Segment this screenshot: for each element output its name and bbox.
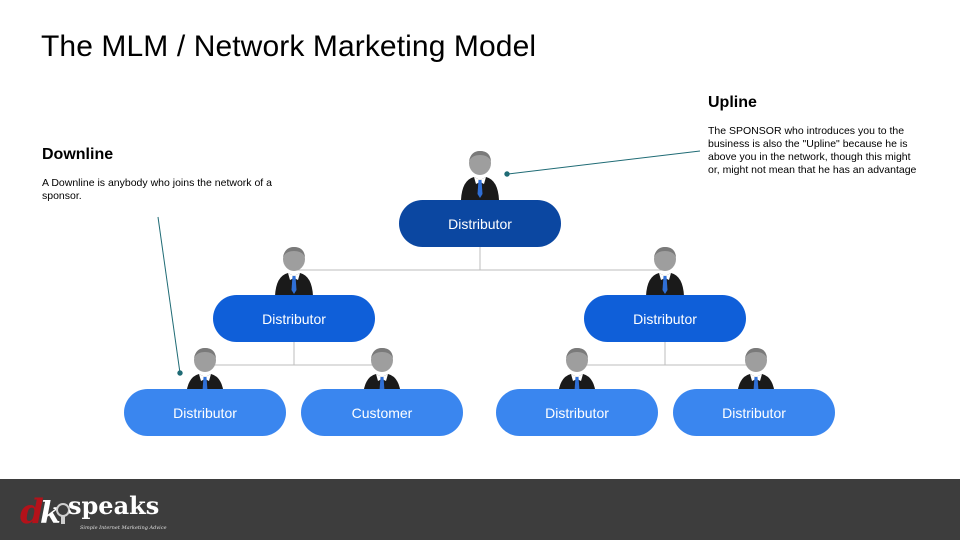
downline-description: A Downline is anybody who joins the netw… [42,177,272,202]
node-mid-right-distributor: Distributor [584,295,746,342]
upline-heading: Upline [708,94,757,111]
node-bottom-3-distributor: Distributor [496,389,658,436]
upline-pointer-dot [504,171,510,177]
node-bottom-2-customer: Customer [301,389,463,436]
upline-pointer-line [507,150,701,175]
dkspeaks-logo: d k speaks Simple Internet Marketing Adv… [20,491,167,532]
page-title: The MLM / Network Marketing Model [41,30,537,63]
node-bottom-4-distributor: Distributor [673,389,835,436]
svg-text:speaks: speaks [68,491,159,520]
svg-text:k: k [40,496,61,531]
upline-description: The SPONSOR who introduces you to the bu… [708,125,917,176]
downline-pointer-line [157,216,181,374]
svg-text:d: d [20,492,44,532]
person-icon [461,150,499,200]
footer-bar: d k speaks Simple Internet Marketing Adv… [0,479,960,540]
svg-text:Simple Internet Marketing Advi: Simple Internet Marketing Advice [80,525,167,531]
node-mid-left-distributor: Distributor [213,295,375,342]
person-icon [275,246,313,296]
node-top-distributor: Distributor [399,200,561,247]
node-bottom-1-distributor: Distributor [124,389,286,436]
downline-heading: Downline [42,146,114,163]
tree-lines [205,246,756,366]
downline-pointer-dot [177,370,183,376]
person-icon [646,246,684,296]
